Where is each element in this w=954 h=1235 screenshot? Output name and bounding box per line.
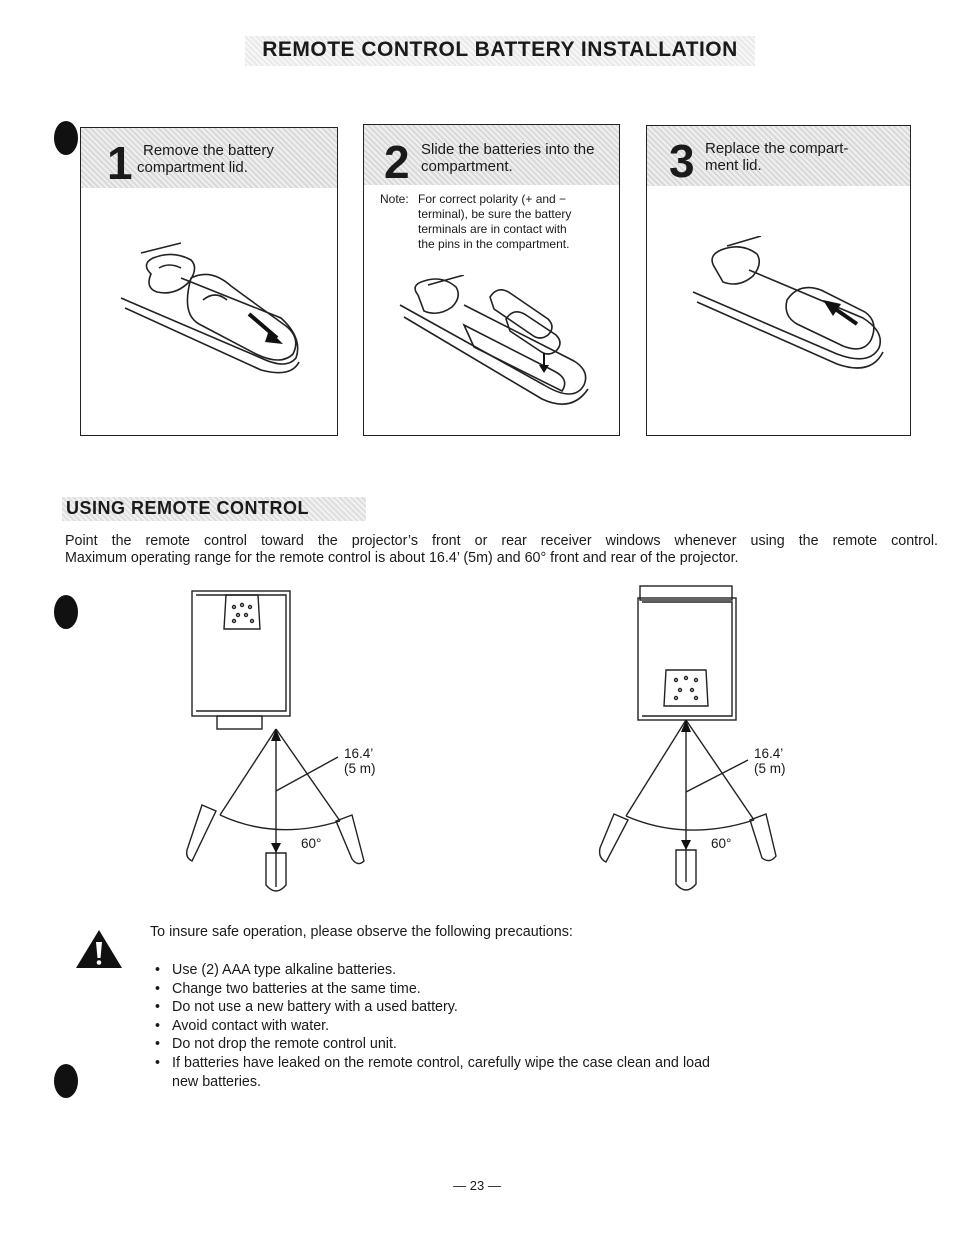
section-line-2: Maximum operating range for the remote c… — [65, 550, 739, 566]
note-line-3: terminals are in contact with — [418, 222, 567, 236]
rear-distance-feet: 16.4’ — [754, 746, 784, 761]
precaution-item: Do not use a new battery with a used bat… — [155, 998, 710, 1017]
remote-close-lid-illustration — [692, 236, 884, 369]
rear-distance-metric: (5 m) — [754, 761, 786, 776]
precautions-list: Use (2) AAA type alkaline batteries. Cha… — [155, 961, 710, 1091]
rear-range-diagram — [598, 585, 777, 891]
step-panel-1: 1 Remove the battery compartment lid. — [80, 127, 338, 436]
punch-hole-top — [54, 121, 78, 155]
precaution-item: Do not drop the remote control unit. — [155, 1035, 710, 1054]
step-header-3 — [647, 126, 910, 186]
page-number: — 23 — — [453, 1178, 501, 1193]
section-title-band — [62, 497, 366, 521]
step-number-2: 2 — [384, 136, 410, 188]
step-header-2 — [364, 125, 619, 185]
step-number-1: 1 — [107, 137, 133, 189]
step-panel-2: 2 Slide the batteries into the compartme… — [363, 124, 620, 436]
step-header-1 — [81, 128, 337, 188]
remote-open-lid-illustration — [120, 242, 300, 374]
punch-hole-bottom — [54, 1064, 78, 1098]
precaution-item: Use (2) AAA type alkaline batteries. — [155, 961, 710, 980]
punch-hole-middle — [54, 595, 78, 629]
note-line-2: terminal), be sure the battery — [418, 207, 572, 221]
step-text-1-line2: compartment lid. — [137, 159, 248, 176]
page-title: REMOTE CONTROL BATTERY INSTALLATION — [262, 38, 738, 61]
step-text-1-line1: Remove the battery — [143, 142, 274, 159]
front-distance-label: 16.4’ (5 m) — [344, 746, 376, 776]
step-text-2-line2: compartment. — [421, 158, 513, 175]
front-angle-label: 60° — [301, 836, 322, 851]
front-range-diagram — [185, 590, 365, 892]
section-title: USING REMOTE CONTROL — [66, 498, 309, 518]
rear-distance-label: 16.4’ (5 m) — [754, 746, 786, 776]
front-distance-feet: 16.4’ — [344, 746, 374, 761]
note-label: Note: — [380, 192, 409, 206]
precaution-item: Avoid contact with water. — [155, 1017, 710, 1036]
precaution-item: If batteries have leaked on the remote c… — [155, 1054, 710, 1091]
section-paragraph: Point the remote control toward the proj… — [65, 533, 938, 567]
section-line-1: Point the remote control toward the proj… — [65, 533, 938, 549]
title-band — [245, 36, 755, 66]
front-distance-metric: (5 m) — [344, 761, 376, 776]
rear-angle-label: 60° — [711, 836, 732, 851]
note-body: For correct polarity (+ and − terminal),… — [418, 192, 612, 252]
step-panel-3: 3 Replace the compart- ment lid. — [646, 125, 911, 436]
precaution-item: Change two batteries at the same time. — [155, 980, 710, 999]
step-text-3-line1: Replace the compart- — [705, 140, 849, 157]
warning-icon — [76, 930, 122, 968]
step-text-3-line2: ment lid. — [705, 157, 762, 174]
precautions-intro: To insure safe operation, please observe… — [150, 924, 573, 940]
note-line-4: the pins in the compartment. — [418, 237, 570, 251]
step-text-2: Slide the batteries into the compartment… — [421, 141, 594, 175]
step-number-3: 3 — [669, 135, 695, 187]
note-line-1: For correct polarity (+ and − — [418, 192, 567, 206]
step-text-1: Remove the battery compartment lid. — [137, 142, 274, 176]
batteries-insert-illustration — [399, 275, 589, 405]
step-text-3: Replace the compart- ment lid. — [705, 140, 848, 174]
step-text-2-line1: Slide the batteries into the — [421, 141, 595, 158]
